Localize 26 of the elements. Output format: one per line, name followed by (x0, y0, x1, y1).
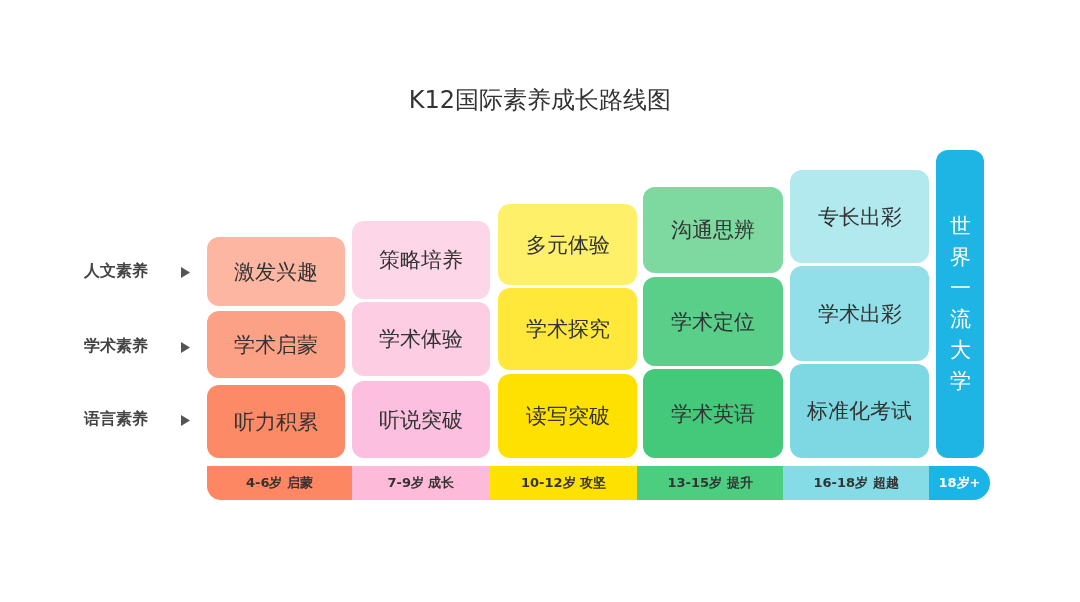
age-band: 18岁+ (929, 466, 990, 500)
row-label: 人文素养 (84, 261, 148, 282)
stage-box: 沟通思辨 (643, 187, 783, 273)
stage-box: 听说突破 (352, 381, 490, 458)
stage-box: 读写突破 (498, 374, 637, 458)
stage-box: 多元体验 (498, 204, 637, 285)
stage-box: 学术启蒙 (207, 311, 345, 378)
stage-box: 专长出彩 (790, 170, 929, 263)
stage-box: 听力积累 (207, 385, 345, 458)
stage-box: 学术定位 (643, 277, 783, 366)
title: K12国际素养成长路线图 (407, 85, 673, 116)
stage-box: 激发兴趣 (207, 237, 345, 306)
row-label: 语言素养 (84, 409, 148, 430)
age-band: 16-18岁 超越 (783, 466, 929, 500)
age-band: 13-15岁 提升 (637, 466, 783, 500)
row-label: 学术素养 (84, 336, 148, 357)
age-band: 10-12岁 攻坚 (490, 466, 637, 500)
stage-box: 标准化考试 (790, 364, 929, 458)
goal-box: 世界一流大学 (936, 150, 984, 458)
stage-box: 学术英语 (643, 369, 783, 458)
stage-box: 策略培养 (352, 221, 490, 299)
stage-box: 学术出彩 (790, 266, 929, 361)
stage-box: 学术体验 (352, 302, 490, 376)
stage-box: 学术探究 (498, 288, 637, 370)
age-band: 4-6岁 启蒙 (207, 466, 352, 500)
age-band: 7-9岁 成长 (352, 466, 490, 500)
